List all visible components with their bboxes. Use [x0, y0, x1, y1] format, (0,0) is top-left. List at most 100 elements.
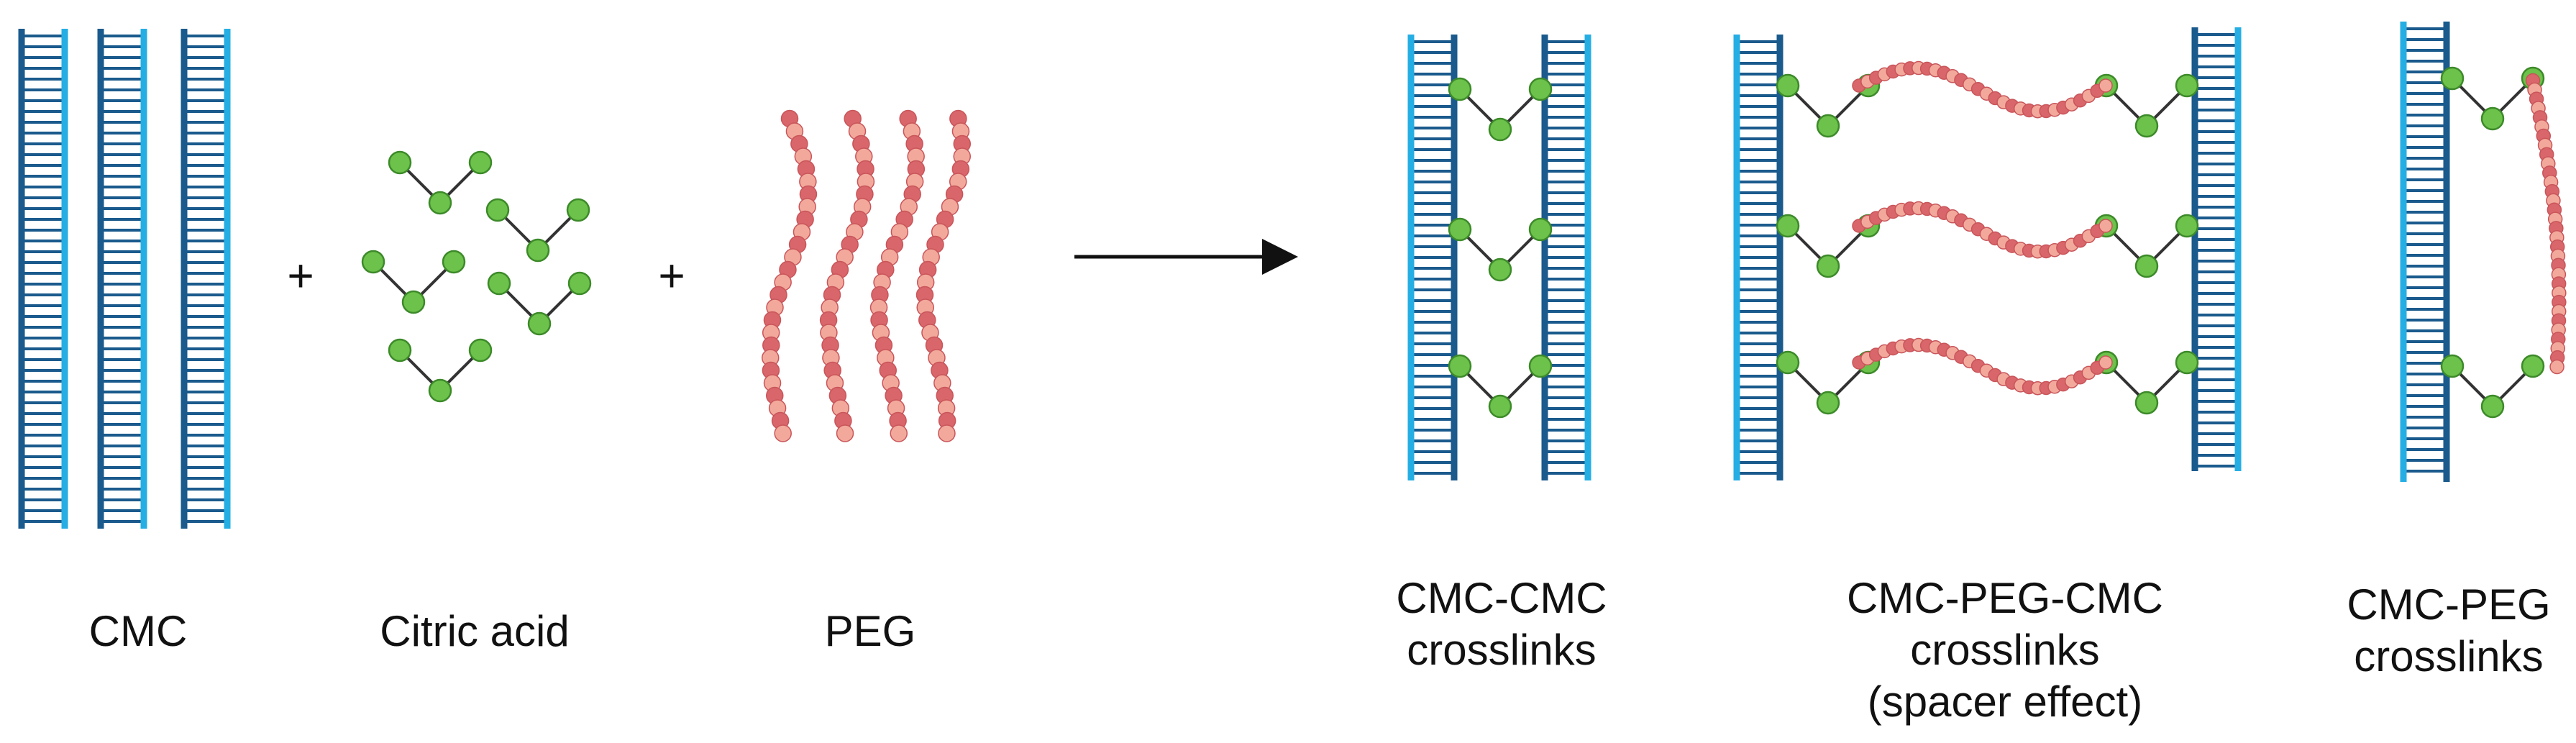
- citric-ball: [1816, 391, 1840, 415]
- citric-acid-molecule: [1448, 354, 1553, 419]
- plus-sign-2: +: [658, 250, 685, 301]
- label-cmc-text: CMC: [88, 607, 188, 655]
- citric-ball: [1528, 217, 1553, 242]
- citric-ball: [1528, 77, 1553, 101]
- citric-ball: [1488, 117, 1512, 142]
- citric-ball: [428, 191, 452, 215]
- cmc-chain: [1733, 35, 1783, 480]
- citric-ball: [1448, 77, 1472, 101]
- citric-ball: [468, 150, 493, 175]
- peg-chain: [1852, 337, 2113, 396]
- label-line: CMC-PEG: [2347, 580, 2551, 629]
- citric-ball: [388, 150, 412, 175]
- cmc-chains-group: [18, 29, 231, 529]
- label-line: crosslinks: [1910, 626, 2100, 674]
- peg-bead: [2098, 78, 2113, 93]
- peg-bead: [2098, 355, 2113, 370]
- cmc-chain: [1541, 35, 1591, 480]
- citric-acid-molecule: [485, 198, 590, 263]
- citric-ball: [1528, 354, 1553, 378]
- citric-ball: [527, 311, 552, 336]
- peg-bead: [774, 424, 792, 442]
- citric-ball: [1488, 257, 1512, 282]
- citric-ball: [1816, 114, 1840, 138]
- peg-chain: [1852, 60, 2113, 119]
- peg-bead: [890, 424, 908, 442]
- citric-ball: [567, 271, 592, 296]
- label-line: crosslinks: [2354, 632, 2544, 680]
- label-cmc-peg-crosslinks: CMC-PEG crosslinks: [2347, 579, 2550, 683]
- citric-ball: [2521, 354, 2545, 378]
- citric-acid-molecule: [487, 271, 592, 336]
- citric-ball: [1776, 73, 1800, 98]
- citric-acid-molecule: [361, 250, 466, 314]
- label-line: crosslinks: [1407, 626, 1597, 674]
- cmc-chain: [181, 29, 231, 529]
- citric-ball: [1448, 354, 1472, 378]
- citric-ball: [2134, 114, 2159, 138]
- label-cmc-cmc-crosslinks: CMC-CMC crosslinks: [1396, 573, 1607, 676]
- citric-ball: [428, 378, 452, 403]
- peg-chain: [761, 109, 818, 442]
- citric-ball: [526, 238, 550, 263]
- cmc-peg-cmc-crosslinks-structure: [1733, 27, 2242, 480]
- citric-ball: [2480, 106, 2505, 131]
- label-cmc: CMC: [89, 606, 188, 657]
- cmc-cmc-crosslinks-structure: [1407, 35, 1591, 480]
- cmc-chain: [1407, 35, 1458, 480]
- label-peg-text: PEG: [824, 607, 916, 655]
- citric-ball: [566, 198, 590, 222]
- citric-ball: [2134, 254, 2159, 278]
- peg-chain: [819, 109, 875, 442]
- plus-sign-1: +: [287, 250, 314, 301]
- citric-ball: [1776, 214, 1800, 238]
- citric-ball: [2175, 350, 2199, 375]
- label-line: CMC-CMC: [1396, 574, 1607, 622]
- citric-ball: [401, 290, 426, 314]
- citric-ball: [487, 271, 511, 296]
- citric-acid-molecule: [2094, 73, 2199, 138]
- citric-acid-molecule: [388, 338, 493, 403]
- citric-ball: [442, 250, 466, 274]
- citric-ball: [468, 338, 493, 363]
- citric-ball: [1816, 254, 1840, 278]
- citric-acid-molecule: [1448, 217, 1553, 282]
- citric-ball: [2440, 354, 2465, 378]
- peg-bead: [938, 424, 956, 442]
- citric-ball: [2175, 214, 2199, 238]
- citric-ball: [1488, 394, 1512, 419]
- cmc-chain: [18, 29, 68, 529]
- citric-ball: [2134, 391, 2159, 415]
- citric-acid-group: [361, 150, 592, 403]
- label-citric-acid: Citric acid: [380, 606, 569, 657]
- citric-acid-molecule: [388, 150, 493, 215]
- citric-ball: [1448, 217, 1472, 242]
- peg-chain: [869, 109, 926, 442]
- citric-ball: [2480, 394, 2505, 419]
- peg-chain: [915, 109, 972, 442]
- cmc-peg-crosslinks-structure: [2400, 22, 2567, 482]
- citric-ball: [485, 198, 510, 222]
- citric-ball: [388, 338, 412, 363]
- citric-ball: [2175, 73, 2199, 98]
- label-cmc-peg-cmc-crosslinks: CMC-PEG-CMC crosslinks (spacer effect): [1847, 573, 2163, 728]
- peg-bead: [2098, 219, 2113, 233]
- peg-bead: [2549, 359, 2564, 375]
- citric-acid-molecule: [2440, 354, 2545, 419]
- citric-ball: [2440, 66, 2465, 91]
- label-line: CMC-PEG-CMC: [1847, 574, 2163, 622]
- cmc-chain: [97, 29, 147, 529]
- peg-chain: [1852, 201, 2113, 259]
- cmc-chain: [2400, 22, 2450, 482]
- citric-ball: [1776, 350, 1800, 375]
- cmc-chain: [2191, 27, 2242, 471]
- peg-bead: [836, 424, 854, 442]
- peg-chains-group: [761, 109, 972, 442]
- label-citric-acid-text: Citric acid: [380, 607, 570, 655]
- label-peg: PEG: [825, 606, 916, 657]
- peg-chain: [2525, 73, 2567, 375]
- citric-acid-molecule: [1448, 77, 1553, 142]
- label-line: (spacer effect): [1867, 678, 2143, 726]
- citric-ball: [361, 250, 385, 274]
